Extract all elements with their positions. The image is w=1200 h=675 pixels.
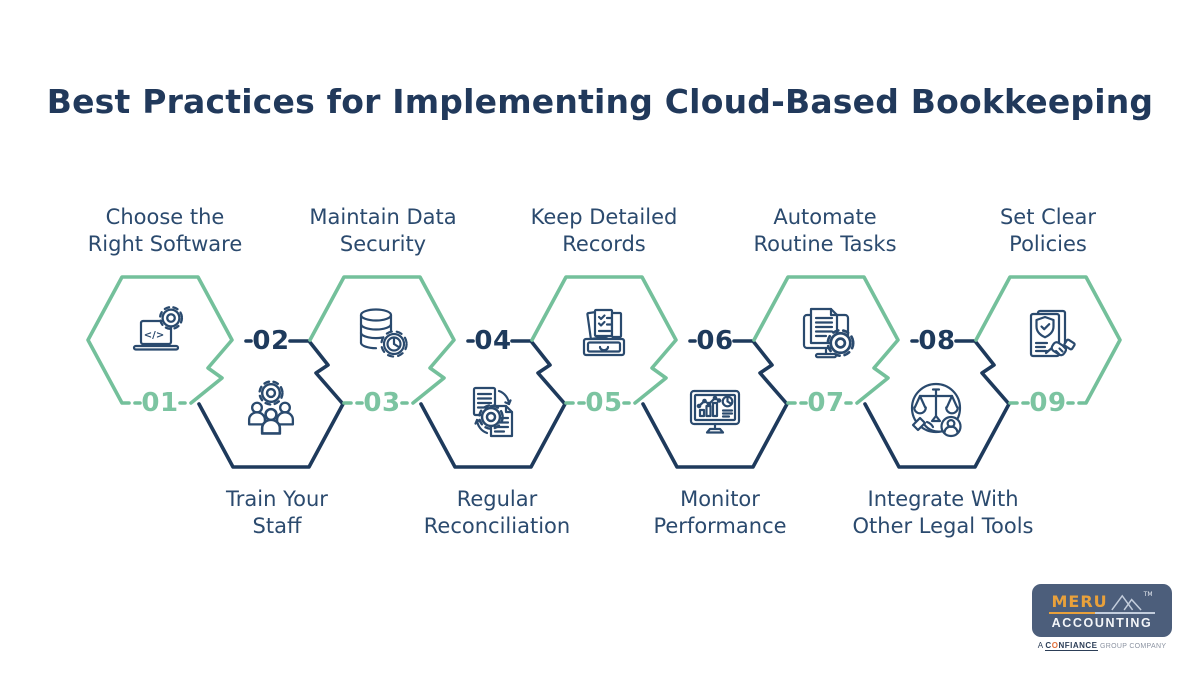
- page-title: Best Practices for Implementing Cloud-Ba…: [46, 82, 1154, 121]
- hexagon-step-7: [752, 275, 900, 405]
- step-9-label: Set Clear Policies: [999, 205, 1097, 256]
- step-5-number: 05: [585, 388, 623, 418]
- scale-hand-person-icon: [910, 382, 962, 438]
- step-2-number: 02: [252, 326, 290, 356]
- step-4-number: 04: [474, 326, 512, 356]
- hexagon-step-8: [863, 339, 1011, 469]
- step-7-label: Automate Routine Tasks: [753, 205, 897, 256]
- documents-sync-gear-icon: [472, 386, 514, 438]
- step-7-number: 07: [807, 388, 845, 418]
- hexagon-step-2: [197, 339, 345, 469]
- trademark-symbol: TM: [1143, 591, 1153, 598]
- hexagon-step-6: [641, 339, 789, 469]
- step-1-number: 01: [141, 388, 179, 418]
- database-gear-icon: [359, 308, 408, 358]
- dashboard-monitor-icon: [689, 389, 741, 434]
- hexagon-step-9: [974, 275, 1122, 405]
- step-8-number: 08: [918, 326, 956, 356]
- step-6-label: Monitor Performance: [653, 487, 787, 538]
- hexagon-step-5: [530, 275, 678, 405]
- step-1-label: Choose the Right Software: [87, 205, 243, 256]
- hexagon-step-1: [86, 275, 234, 405]
- meru-accounting-logo: MERU TM ACCOUNTING: [1032, 584, 1172, 637]
- step-6-number: 06: [696, 326, 734, 356]
- logo-word-accounting: ACCOUNTING: [1051, 616, 1153, 630]
- step-5-label: Keep Detailed Records: [530, 205, 678, 256]
- policy-shield-handshake-icon: [1029, 309, 1076, 358]
- mountain-peaks-icon: [1110, 594, 1142, 611]
- tagline-brand: CONFIANCE: [1045, 641, 1098, 651]
- step-3-label: Maintain Data Security: [309, 205, 457, 256]
- logo-tagline: A CONFIANCE GROUP COMPANY: [1037, 641, 1167, 651]
- logo-underline: [1049, 612, 1155, 614]
- step-4-label: Regular Reconciliation: [423, 487, 571, 538]
- step-3-number: 03: [363, 388, 401, 418]
- logo-brand-name: MERU: [1051, 592, 1108, 611]
- laptop-code-gear-icon: </>: [132, 305, 184, 351]
- team-gear-icon: [247, 380, 295, 435]
- monitor-document-gear-icon: [802, 307, 855, 359]
- hexagon-step-3: [308, 275, 456, 405]
- hexagon-step-4: [419, 339, 567, 469]
- step-9-number: 09: [1029, 388, 1067, 418]
- step-2-label: Train Your Staff: [226, 487, 328, 538]
- svg-text:</>: </>: [144, 330, 164, 341]
- step-8-label: Integrate With Other Legal Tools: [852, 487, 1034, 538]
- archive-documents-icon: [582, 308, 626, 357]
